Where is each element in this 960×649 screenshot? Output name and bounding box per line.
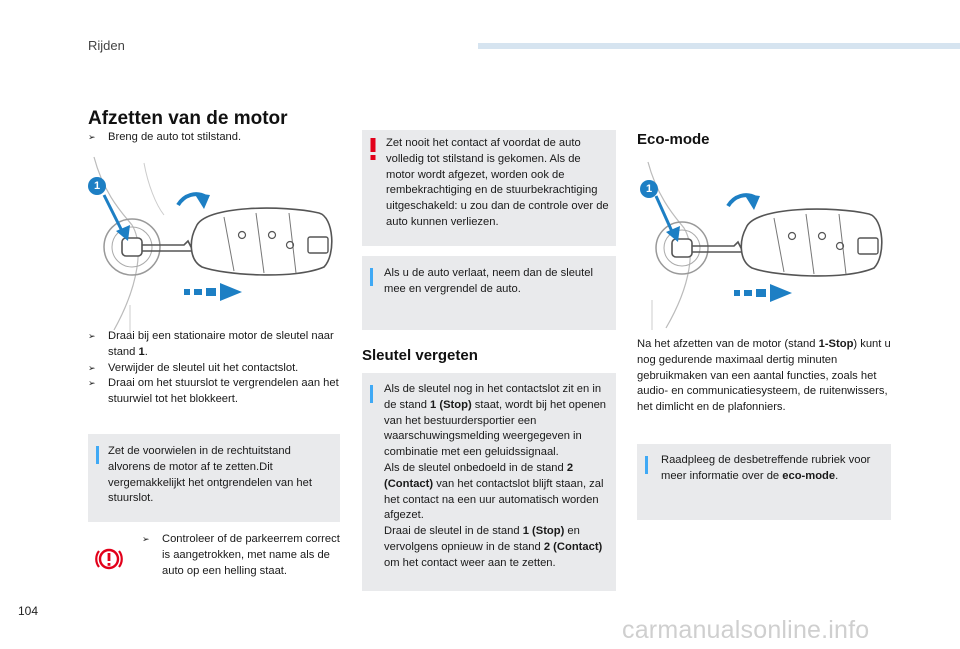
callout-badge: 1 <box>640 180 658 198</box>
header-bar <box>478 43 960 49</box>
info-text: Zet de voorwielen in de rechtuitstand al… <box>108 445 312 505</box>
info-text: Raadpleeg de desbetreffende rubriek voor… <box>661 454 871 482</box>
list-item: ➢ Draai bij een stationaire motor de sle… <box>88 329 344 361</box>
step-text: Draai om het stuurslot te vergrendelen a… <box>108 377 339 406</box>
step-text: Breng de auto tot stilstand. <box>108 131 242 143</box>
info-box-wheels: Zet de voorwielen in de rechtuitstand al… <box>88 434 340 522</box>
step-text: Draai bij een stationaire motor de sleut… <box>108 330 334 358</box>
step-text: Verwijder de sleutel uit het contactslot… <box>108 361 299 374</box>
bullet-icon: ➢ <box>88 132 96 142</box>
check-text: Controleer of de parkeerrem correct is a… <box>162 533 340 577</box>
bullet-icon: ➢ <box>88 331 96 341</box>
section-label: Rijden <box>88 38 125 53</box>
step-stop-car: ➢ Breng de auto tot stilstand. <box>88 130 338 146</box>
info-bar <box>96 446 99 464</box>
forgotten-key-text: Als de sleutel nog in het contactslot zi… <box>384 383 607 569</box>
key-ignition-illustration <box>93 156 333 333</box>
warning-text: Zet nooit het contact af voordat de auto… <box>386 137 609 228</box>
info-bar <box>370 268 373 286</box>
bullet-icon: ➢ <box>142 534 150 544</box>
info-bar <box>370 385 373 403</box>
info-box-eco-mode: Raadpleeg de desbetreffende rubriek voor… <box>637 444 891 520</box>
page-number: 104 <box>18 604 39 618</box>
info-box-forgotten-key: Als de sleutel nog in het contactslot zi… <box>362 373 616 591</box>
section-title-forgotten-key: Sleutel vergeten <box>362 347 478 364</box>
bullet-icon: ➢ <box>88 378 96 389</box>
list-item: ➢ Draai om het stuurslot te vergrendelen… <box>88 376 344 408</box>
section-title-eco-mode: Eco-mode <box>637 131 710 148</box>
watermark: carmanualsonline.info <box>622 616 870 644</box>
brake-warning-icon <box>95 548 123 570</box>
list-item: ➢ Verwijder de sleutel uit het contactsl… <box>88 361 344 377</box>
check-parking-brake: ➢ Controleer of de parkeerrem correct is… <box>142 532 342 579</box>
eco-key-illustration <box>647 161 883 330</box>
eco-mode-description: Na het afzetten van de motor (stand 1-St… <box>637 338 891 414</box>
info-bar <box>645 456 648 474</box>
callout-badge: 1 <box>88 177 106 195</box>
page-title: Afzetten van de motor <box>88 108 288 129</box>
warning-box: Zet nooit het contact af voordat de auto… <box>362 130 616 246</box>
bullet-icon: ➢ <box>88 362 96 373</box>
exclamation-icon <box>370 138 376 160</box>
info-text: Als u de auto verlaat, neem dan de sleut… <box>384 267 593 295</box>
info-box-leave: Als u de auto verlaat, neem dan de sleut… <box>362 256 616 330</box>
steps-list: ➢ Draai bij een stationaire motor de sle… <box>88 329 344 408</box>
